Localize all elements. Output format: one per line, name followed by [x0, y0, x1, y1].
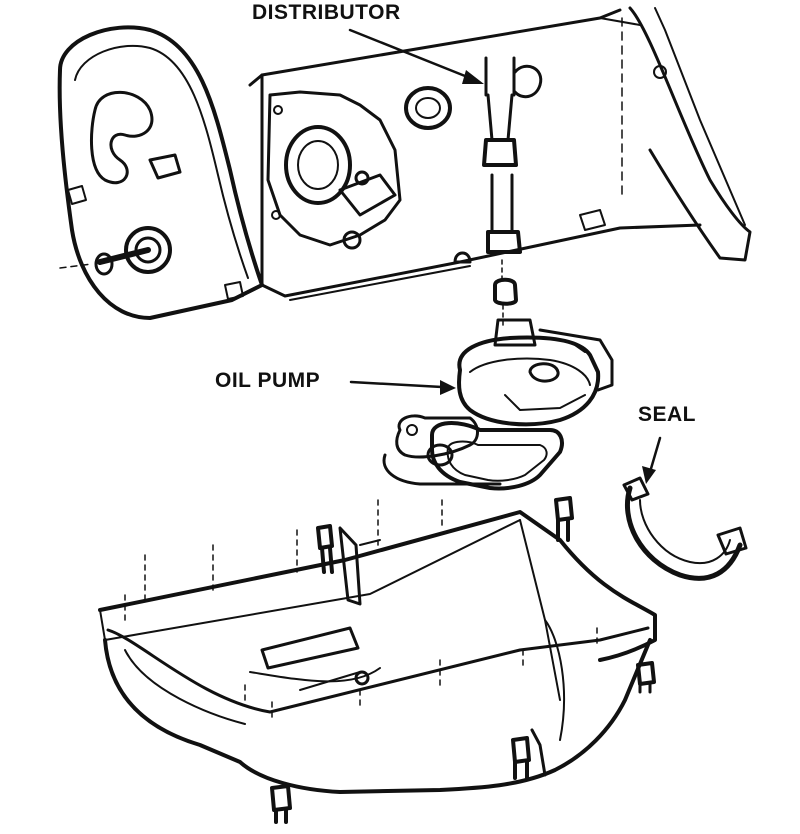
seal-label: SEAL [638, 403, 697, 426]
oil-pan [98, 499, 657, 794]
engine-block [248, 6, 752, 301]
distributor-label: DISTRIBUTOR [252, 1, 401, 24]
leader-lines [348, 28, 662, 474]
distributor-shaft [482, 56, 522, 326]
timing-cover [57, 25, 264, 320]
oil-pump [382, 318, 614, 491]
oil-pump-label: OIL PUMP [215, 369, 321, 392]
rear-seal [622, 476, 748, 581]
leader-arrowheads [440, 70, 656, 484]
oil-pan-bolts [270, 496, 656, 824]
